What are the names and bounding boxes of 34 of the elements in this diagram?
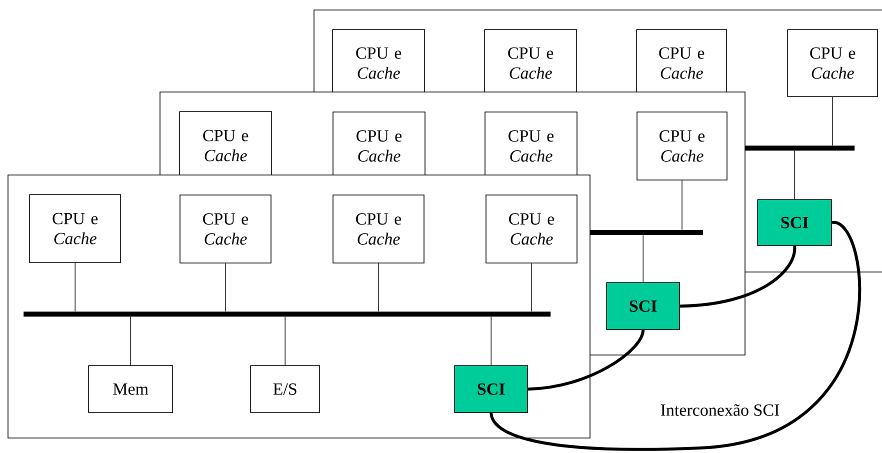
- io-box: E/S: [250, 365, 320, 413]
- bus-line: [130, 316, 131, 366]
- bus-line: [74, 262, 76, 312]
- cpu-box: CPU e Cache: [332, 194, 424, 264]
- bus-line: [284, 316, 286, 366]
- sci-box: SCI: [454, 365, 528, 413]
- cpu-box: CPU e Cache: [636, 112, 728, 180]
- bus-line: [225, 263, 226, 312]
- cpu-box: CPU e Cache: [29, 194, 121, 263]
- cable: [528, 330, 645, 391]
- cable: [490, 221, 861, 451]
- bus-bar: [744, 146, 855, 151]
- bus-line: [832, 96, 833, 146]
- bus-bar: [590, 230, 703, 235]
- cable-label: Interconexão SCI: [660, 404, 780, 416]
- bus-line: [642, 234, 644, 283]
- cpu-box: CPU e Cache: [180, 194, 272, 264]
- bus-line: [490, 316, 492, 366]
- cpu-box: CPU e Cache: [486, 194, 578, 264]
- cpu-box: CPU e Cache: [636, 29, 727, 97]
- cpu-box: CPU e Cache: [332, 29, 425, 97]
- cpu-box: CPU e Cache: [484, 29, 577, 97]
- cable: [680, 246, 796, 308]
- cpu-box: CPU e Cache: [179, 111, 272, 180]
- cpu-box: CPU e Cache: [787, 29, 878, 97]
- bus-bar: [24, 312, 551, 317]
- sci-box: SCI: [757, 199, 832, 246]
- memory-box: Mem: [88, 365, 173, 413]
- bus-line: [378, 263, 379, 312]
- cpu-box: CPU e Cache: [484, 112, 578, 180]
- bus-line: [794, 150, 795, 200]
- sci-box: SCI: [606, 282, 680, 330]
- cpu-box: CPU e Cache: [332, 112, 426, 180]
- bus-line: [531, 263, 532, 312]
